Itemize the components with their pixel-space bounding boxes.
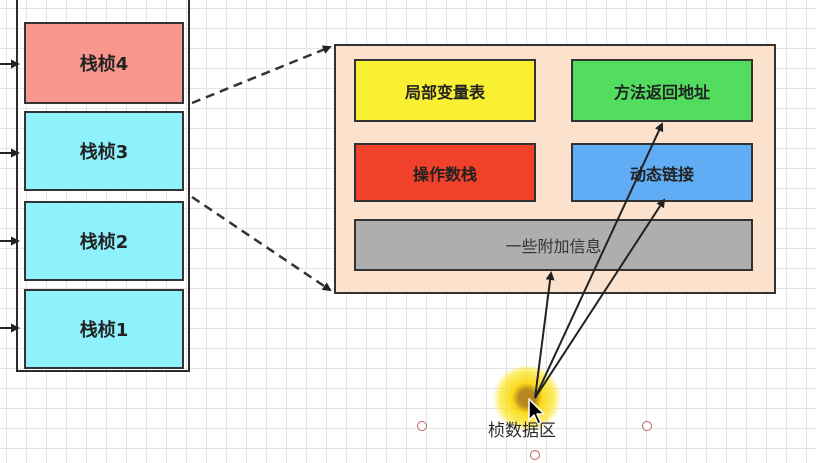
additional-info[interactable]: 一些附加信息 [354,219,753,271]
dashed-connector-top [191,45,332,105]
frame-data-area-label[interactable]: 桢数据区 [488,421,556,441]
selection-handle-left[interactable] [417,421,427,431]
dynamic-linking[interactable]: 动态链接 [571,143,753,202]
selection-handle-bottom[interactable] [530,450,540,460]
stack-container [16,0,190,372]
mouse-cursor-icon [528,398,545,425]
dashed-connector-bottom [191,195,332,292]
selection-handle-right[interactable] [642,421,652,431]
stack-frame-4[interactable]: 栈桢4 [24,22,184,104]
stack-frame-2[interactable]: 栈桢2 [24,201,184,281]
return-address[interactable]: 方法返回地址 [571,59,753,122]
stack-frame-3[interactable]: 栈桢3 [24,111,184,191]
local-variable-table[interactable]: 局部变量表 [354,59,536,122]
operand-stack[interactable]: 操作数栈 [354,143,536,202]
stack-frame-1[interactable]: 栈桢1 [24,289,184,369]
